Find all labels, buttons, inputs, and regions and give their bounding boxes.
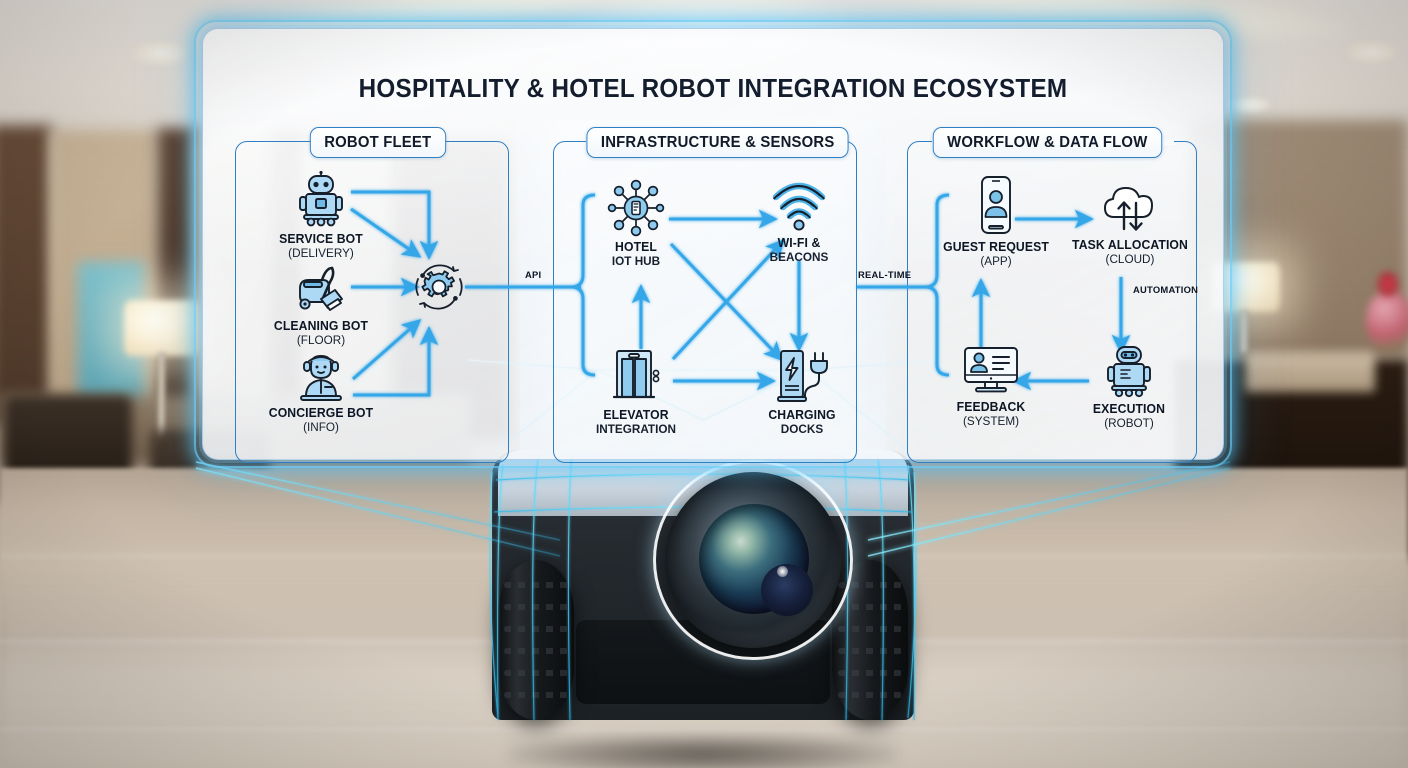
robot-ground-shadow bbox=[508, 734, 898, 768]
node-label: HOTEL bbox=[615, 240, 657, 254]
node-orchestration-hub[interactable] bbox=[409, 257, 469, 317]
node-label: CONCIERGE BOT bbox=[268, 406, 374, 420]
floor-seam-3 bbox=[0, 728, 1408, 731]
node-feedback-system[interactable]: FEEDBACK (SYSTEM) bbox=[925, 345, 1057, 428]
reception-desk-top bbox=[1245, 352, 1375, 392]
node-hotel-iot-hub[interactable]: HOTEL IOT HUB bbox=[571, 179, 701, 268]
hud-diagram-panel: HOSPITALITY & HOTEL ROBOT INTEGRATION EC… bbox=[194, 20, 1232, 468]
table-lamp-stem-right bbox=[1240, 310, 1248, 352]
node-label: EXECUTION bbox=[1092, 402, 1166, 416]
flower-arrangement bbox=[1366, 290, 1408, 350]
charging-dock-icon bbox=[777, 350, 828, 402]
flow-label-realtime: REAL-TIME bbox=[858, 269, 912, 280]
node-sublabel: DOCKS bbox=[780, 422, 824, 436]
ceiling-spotlight-5 bbox=[1228, 96, 1272, 114]
smartphone-user-icon bbox=[981, 176, 1011, 234]
node-sublabel: (FLOOR) bbox=[296, 333, 346, 347]
floor-lamp-stem-left bbox=[158, 352, 165, 444]
node-sublabel: INTEGRATION bbox=[596, 422, 676, 436]
concierge-person-icon bbox=[300, 355, 342, 401]
node-task-allocation[interactable]: TASK ALLOCATION (CLOUD) bbox=[1055, 181, 1205, 266]
node-service-bot[interactable]: SERVICE BOT (DELIVERY) bbox=[251, 171, 391, 260]
node-execution-robot[interactable]: EXECUTION (ROBOT) bbox=[1063, 345, 1195, 430]
column-header-robot-fleet[interactable]: ROBOT FLEET bbox=[309, 127, 446, 158]
node-label: CHARGING bbox=[768, 408, 836, 422]
iot-hub-icon bbox=[607, 179, 665, 237]
node-sublabel: IOT HUB bbox=[611, 254, 661, 268]
service-robot-icon bbox=[299, 171, 343, 227]
column-workflow-data-flow bbox=[907, 140, 1197, 463]
elevator-icon bbox=[612, 350, 660, 399]
vacuum-cleaner-icon bbox=[299, 266, 343, 311]
node-sublabel: (DELIVERY) bbox=[288, 246, 354, 260]
column-header-infrastructure-sensors[interactable]: INFRASTRUCTURE & SENSORS bbox=[586, 127, 849, 158]
node-sublabel: (CLOUD) bbox=[1105, 252, 1155, 266]
node-sublabel: (APP) bbox=[980, 254, 1012, 268]
column-header-workflow-data-flow[interactable]: WORKFLOW & DATA FLOW bbox=[932, 127, 1162, 158]
wifi-icon bbox=[772, 182, 826, 231]
node-sublabel: (SYSTEM) bbox=[962, 414, 1020, 428]
gear-cycle-icon bbox=[415, 264, 463, 310]
wall-column-1 bbox=[0, 125, 52, 425]
node-label: FEEDBACK bbox=[956, 400, 1026, 414]
robot-execution-icon bbox=[1107, 346, 1151, 398]
cloud-sync-icon bbox=[1104, 187, 1153, 231]
node-sublabel: (ROBOT) bbox=[1104, 416, 1154, 430]
floor-lamp-left bbox=[124, 300, 200, 356]
node-label: WI-FI & bbox=[777, 236, 821, 250]
node-label: SERVICE BOT bbox=[279, 232, 363, 246]
ceiling-spotlight-1 bbox=[130, 40, 190, 66]
node-concierge-bot[interactable]: CONCIERGE BOT (INFO) bbox=[251, 351, 391, 434]
node-cleaning-bot[interactable]: CLEANING BOT (FLOOR) bbox=[251, 266, 391, 347]
node-label: GUEST REQUEST bbox=[943, 240, 1049, 254]
page-title: HOSPITALITY & HOTEL ROBOT INTEGRATION EC… bbox=[358, 75, 1068, 103]
flower-red-accent bbox=[1378, 272, 1398, 296]
node-elevator-integration[interactable]: ELEVATOR INTEGRATION bbox=[569, 347, 703, 436]
node-wifi-beacons[interactable]: WI-FI & BEACONS bbox=[739, 179, 859, 264]
node-label: CLEANING BOT bbox=[273, 319, 369, 333]
node-sublabel: (INFO) bbox=[303, 420, 339, 434]
node-guest-request[interactable]: GUEST REQUEST (APP) bbox=[921, 175, 1071, 268]
node-label: TASK ALLOCATION bbox=[1072, 238, 1188, 252]
node-charging-docks[interactable]: CHARGING DOCKS bbox=[743, 347, 861, 436]
ceiling-spotlight-4 bbox=[1345, 40, 1399, 64]
flow-label-api: API bbox=[525, 269, 542, 280]
node-label: ELEVATOR bbox=[603, 408, 669, 422]
monitor-feedback-icon bbox=[964, 347, 1018, 393]
node-sublabel: BEACONS bbox=[769, 250, 829, 264]
camera-highlight-ring bbox=[653, 460, 853, 660]
flow-label-automation: AUTOMATION bbox=[1133, 284, 1199, 295]
